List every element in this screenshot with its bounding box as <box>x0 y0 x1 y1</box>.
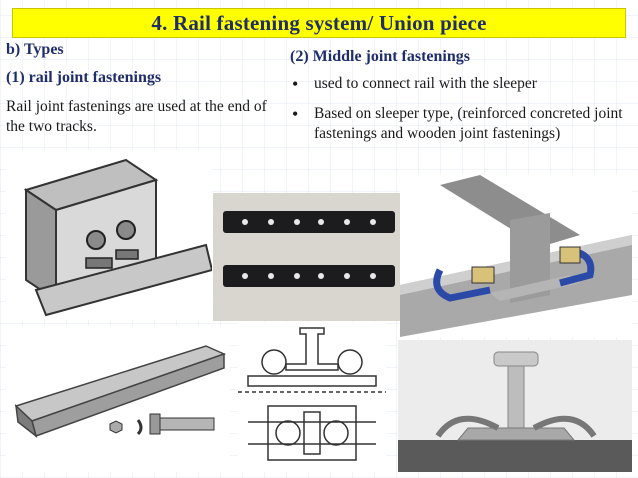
rail-joint-heading: (1) rail joint fastenings <box>6 69 162 86</box>
middle-joint-heading: (2) Middle joint fastenings <box>290 48 470 65</box>
fishplate-bars-photo <box>213 193 405 321</box>
rail-joint-description: Rail joint fastenings are used at the en… <box>6 98 267 135</box>
rail-joint-fishplate-illustration <box>6 150 212 320</box>
rail-clip-photo <box>398 340 632 472</box>
bullet-item: Based on sleeper type, (reinforced concr… <box>290 104 630 144</box>
bullet-item: used to connect rail with the sleeper <box>290 74 630 94</box>
middle-joint-bullets: used to connect rail with the sleeper Ba… <box>290 74 630 154</box>
rail-clip-fastening-illustration <box>400 175 632 337</box>
fishplate-bolt-parts-drawing <box>6 326 230 472</box>
types-heading: b) Types <box>6 41 64 58</box>
slide-title: 4. Rail fastening system/ Union piece <box>151 10 487 35</box>
title-banner: 4. Rail fastening system/ Union piece <box>12 8 626 38</box>
rail-clip-technical-drawing <box>238 322 386 472</box>
